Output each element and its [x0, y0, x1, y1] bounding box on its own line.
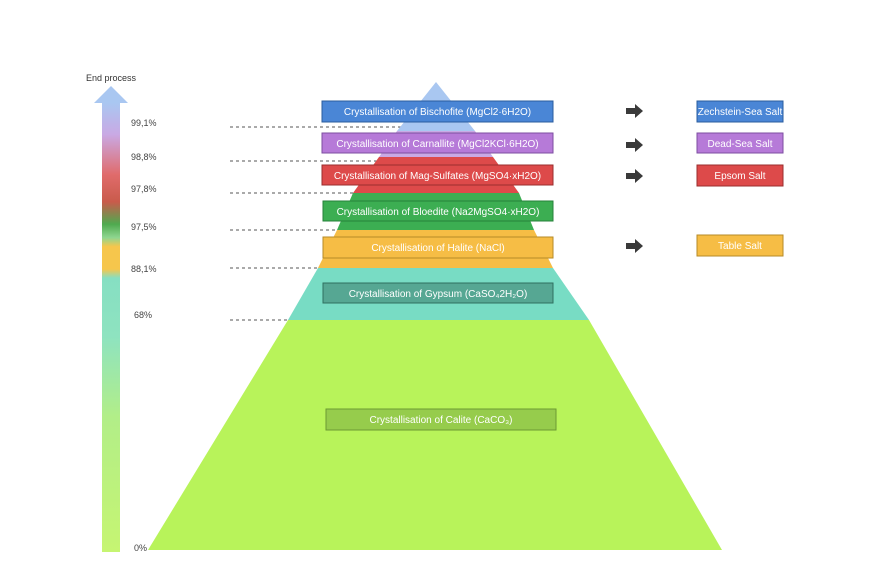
product-tablesalt-label: Table Salt [718, 241, 762, 252]
right-arrow-icon [626, 169, 643, 183]
stage-magsulfate-label: Crystallisation of Mag-Sulfates (MgSO4·x… [334, 171, 541, 182]
process-arrow-bar [102, 103, 120, 552]
right-arrow-icon [626, 239, 643, 253]
stage-carnallite-box [321, 132, 554, 154]
arrow-head [94, 86, 128, 103]
product-zechstein-label: Zechstein-Sea Salt [698, 107, 783, 118]
stage-halite-box [322, 236, 554, 259]
stage-bloedite-label: Crystallisation of Bloedite (Na2MgSO4·xH… [337, 207, 540, 218]
product-deadsea-label: Dead-Sea Salt [707, 139, 772, 150]
stage-gypsum-box [322, 282, 554, 304]
pct-label: 0% [134, 543, 147, 553]
stage-calcite-label: Crystallisation of Calite (CaCO₃) [370, 415, 513, 426]
product-epsom-box [696, 164, 784, 187]
stage-gypsum-label: Crystallisation of Gypsum (CaSO₄2H₂O) [349, 289, 528, 300]
pct-label: 99,1% [131, 118, 157, 128]
product-deadsea-box [696, 132, 784, 154]
stage-magsulfate-box [321, 164, 554, 186]
stage-halite-label: Crystallisation of Halite (NaCl) [371, 243, 504, 254]
stage-bischofite-box [321, 100, 554, 123]
pct-label: 68% [134, 310, 152, 320]
arrow-title: End process [86, 73, 137, 83]
right-arrow-icon [626, 104, 643, 118]
product-arrows [626, 104, 643, 253]
right-arrow-icon [626, 138, 643, 152]
stage-carnallite-label: Crystallisation of Carnallite (MgCl2KCl·… [336, 139, 538, 150]
stage-bloedite-box [322, 200, 554, 222]
stage-calcite-box [325, 408, 557, 431]
product-zechstein-box [696, 100, 784, 123]
pct-label: 98,8% [131, 152, 157, 162]
pct-label: 88,1% [131, 264, 157, 274]
layer-calcite [148, 320, 722, 550]
product-epsom-label: Epsom Salt [714, 171, 765, 182]
stage-bischofite-label: Crystallisation of Bischofite (MgCl2·6H2… [344, 107, 531, 118]
pct-label: 97,5% [131, 222, 157, 232]
product-tablesalt-box [696, 234, 784, 257]
pct-label: 97,8% [131, 184, 157, 194]
